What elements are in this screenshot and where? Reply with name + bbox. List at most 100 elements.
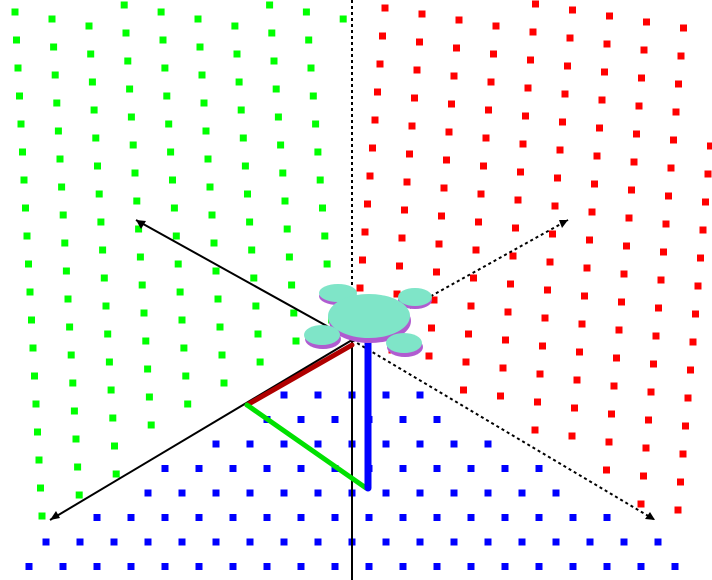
grid-dot bbox=[625, 214, 633, 222]
grid-dot bbox=[20, 176, 28, 184]
grid-dot bbox=[66, 323, 74, 331]
grid-dot bbox=[127, 514, 135, 521]
grid-dot bbox=[359, 256, 366, 264]
grid-dot bbox=[374, 88, 381, 96]
grid-dot bbox=[105, 358, 113, 366]
grid-dot bbox=[140, 309, 148, 317]
grid-dot bbox=[135, 225, 143, 233]
grid-dot bbox=[484, 538, 492, 546]
grid-dot bbox=[216, 323, 224, 331]
grid-dot bbox=[707, 142, 712, 150]
grid-dot bbox=[170, 204, 178, 212]
grid-dot bbox=[323, 260, 331, 268]
grid-dot bbox=[122, 29, 130, 37]
grid-dot bbox=[603, 466, 610, 474]
arrow-head-icon bbox=[645, 512, 655, 520]
grid-dot bbox=[361, 228, 369, 236]
grid-dot bbox=[129, 141, 137, 149]
grid-dot bbox=[22, 204, 29, 212]
grid-dot bbox=[679, 450, 687, 458]
grid-dot bbox=[598, 96, 606, 104]
grid-dot bbox=[54, 127, 62, 135]
grid-dot bbox=[677, 52, 685, 60]
grid-dot bbox=[312, 120, 320, 128]
grid-dot bbox=[93, 514, 101, 521]
grid-dot bbox=[704, 170, 712, 178]
grid-dot bbox=[93, 563, 101, 570]
grid-dot bbox=[144, 538, 152, 546]
grid-dot bbox=[356, 284, 364, 292]
grid-dot bbox=[172, 232, 180, 240]
grid-dot bbox=[630, 158, 638, 166]
grid-dot bbox=[38, 512, 46, 520]
grid-dot bbox=[689, 338, 697, 346]
grid-dot bbox=[67, 351, 75, 359]
grid-dot bbox=[416, 440, 424, 448]
grid-dot bbox=[552, 538, 560, 546]
grid-dot bbox=[290, 309, 298, 317]
grid-dot bbox=[70, 407, 78, 415]
grid-dot bbox=[229, 514, 237, 521]
grid-dot bbox=[475, 218, 482, 226]
grid-dot bbox=[529, 28, 537, 36]
grid-dot bbox=[554, 174, 561, 182]
grid-dot bbox=[578, 320, 586, 328]
grid-dot bbox=[239, 134, 247, 142]
grid-dot bbox=[524, 84, 532, 92]
grid-dot bbox=[638, 74, 645, 82]
grid-dot bbox=[504, 308, 512, 316]
grid-dot bbox=[416, 489, 424, 497]
grid-dot bbox=[517, 168, 524, 176]
grid-dot bbox=[546, 258, 554, 266]
grid-dot bbox=[28, 316, 35, 324]
grid-dot bbox=[610, 382, 618, 390]
grid-dot bbox=[532, 0, 539, 8]
grid-dot bbox=[229, 465, 237, 472]
grid-dot bbox=[512, 224, 519, 232]
grid-dot bbox=[399, 465, 407, 472]
axis-lower-left bbox=[49, 339, 353, 521]
grid-dot bbox=[212, 267, 220, 275]
grid-dot bbox=[178, 316, 186, 324]
grid-dot bbox=[11, 8, 19, 16]
grid-dot bbox=[485, 106, 492, 114]
grid-dot bbox=[365, 514, 373, 521]
grid-dot bbox=[280, 391, 288, 399]
grid-dot bbox=[518, 489, 526, 497]
grid-dot bbox=[133, 197, 141, 205]
grid-dot bbox=[167, 148, 175, 156]
grid-dot bbox=[23, 232, 31, 240]
grid-dot bbox=[314, 538, 322, 546]
grid-dot bbox=[364, 200, 371, 208]
grid-dot bbox=[244, 190, 251, 198]
grid-dot bbox=[433, 563, 441, 570]
grid-dot bbox=[605, 438, 613, 446]
grid-dot bbox=[35, 456, 43, 464]
grid-dot bbox=[501, 514, 509, 521]
grid-dot bbox=[450, 440, 458, 448]
grid-dot bbox=[50, 43, 58, 51]
grid-dot bbox=[552, 489, 560, 497]
grid-dot bbox=[467, 302, 475, 310]
grid-dot bbox=[169, 176, 176, 184]
grid-dot bbox=[297, 563, 305, 570]
grid-dot bbox=[280, 489, 288, 497]
axis-lower-right bbox=[351, 339, 656, 521]
grid-dot bbox=[277, 141, 285, 149]
grid-dot bbox=[59, 563, 67, 570]
grid-dot bbox=[568, 432, 576, 440]
grid-dot bbox=[161, 563, 169, 570]
grid-dot bbox=[365, 563, 373, 570]
grid-dot bbox=[184, 400, 192, 408]
grid-dot bbox=[212, 440, 220, 448]
grid-dot bbox=[601, 68, 608, 76]
grid-dot bbox=[231, 22, 239, 30]
grid-dot bbox=[650, 360, 657, 368]
grid-dot bbox=[210, 239, 218, 247]
grid-dot bbox=[64, 295, 72, 303]
grid-dot bbox=[399, 514, 407, 521]
grid-dot bbox=[120, 1, 128, 9]
grid-dot bbox=[480, 162, 487, 170]
grid-dot bbox=[440, 184, 448, 192]
